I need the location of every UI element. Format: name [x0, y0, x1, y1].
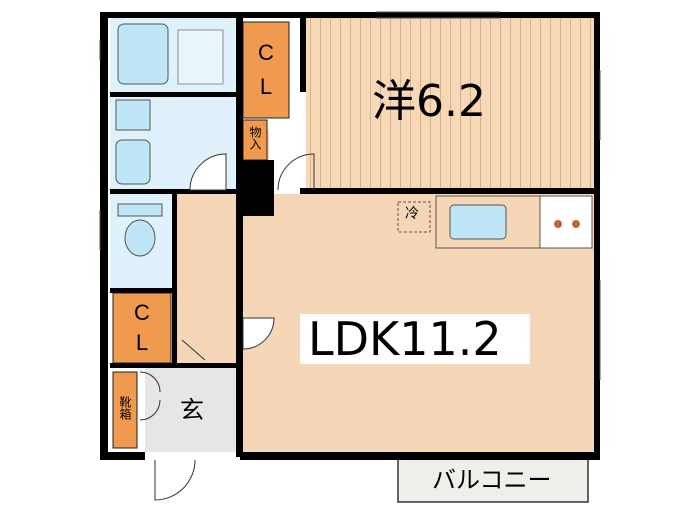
- balcony-label: バルコニー: [432, 466, 552, 494]
- upper-closet: [242, 21, 290, 119]
- upper-closet-l: L: [259, 74, 273, 99]
- kitchen-sink: [449, 204, 507, 240]
- stove: [539, 195, 593, 249]
- western-room-floor: [306, 16, 596, 192]
- ldk-label: LDK11.2: [300, 314, 530, 364]
- shoe-box-label: 靴箱: [118, 396, 132, 420]
- entrance-floor: [145, 368, 240, 452]
- bathtub: [117, 23, 169, 85]
- washing-machine: [115, 139, 151, 185]
- western-room-label: 洋6.2: [372, 76, 486, 127]
- burner-left: [554, 220, 562, 228]
- toilet-bowl: [124, 219, 156, 257]
- upper-closet-c: C: [258, 40, 274, 65]
- walls: [100, 12, 600, 460]
- toilet-tank: [117, 203, 163, 217]
- upper-closet-label: C L: [243, 30, 289, 110]
- washbasin: [115, 99, 151, 131]
- hallway-floor: [177, 194, 240, 368]
- storage-label: 物入: [248, 126, 262, 150]
- lower-closet-l: L: [135, 330, 149, 355]
- lower-closet-c: C: [134, 300, 150, 325]
- lower-closet-label: C L: [113, 296, 171, 360]
- doors: [139, 153, 315, 501]
- fridge-space: [397, 201, 431, 233]
- fridge-label: 冷: [405, 206, 419, 222]
- burner-right: [572, 220, 580, 228]
- lower-closet: [112, 292, 172, 364]
- storage-box: [242, 119, 268, 161]
- windows: [99, 11, 601, 380]
- shoe-box: [112, 371, 138, 449]
- bath-drain: [177, 29, 224, 85]
- entrance-label: 玄: [180, 396, 204, 424]
